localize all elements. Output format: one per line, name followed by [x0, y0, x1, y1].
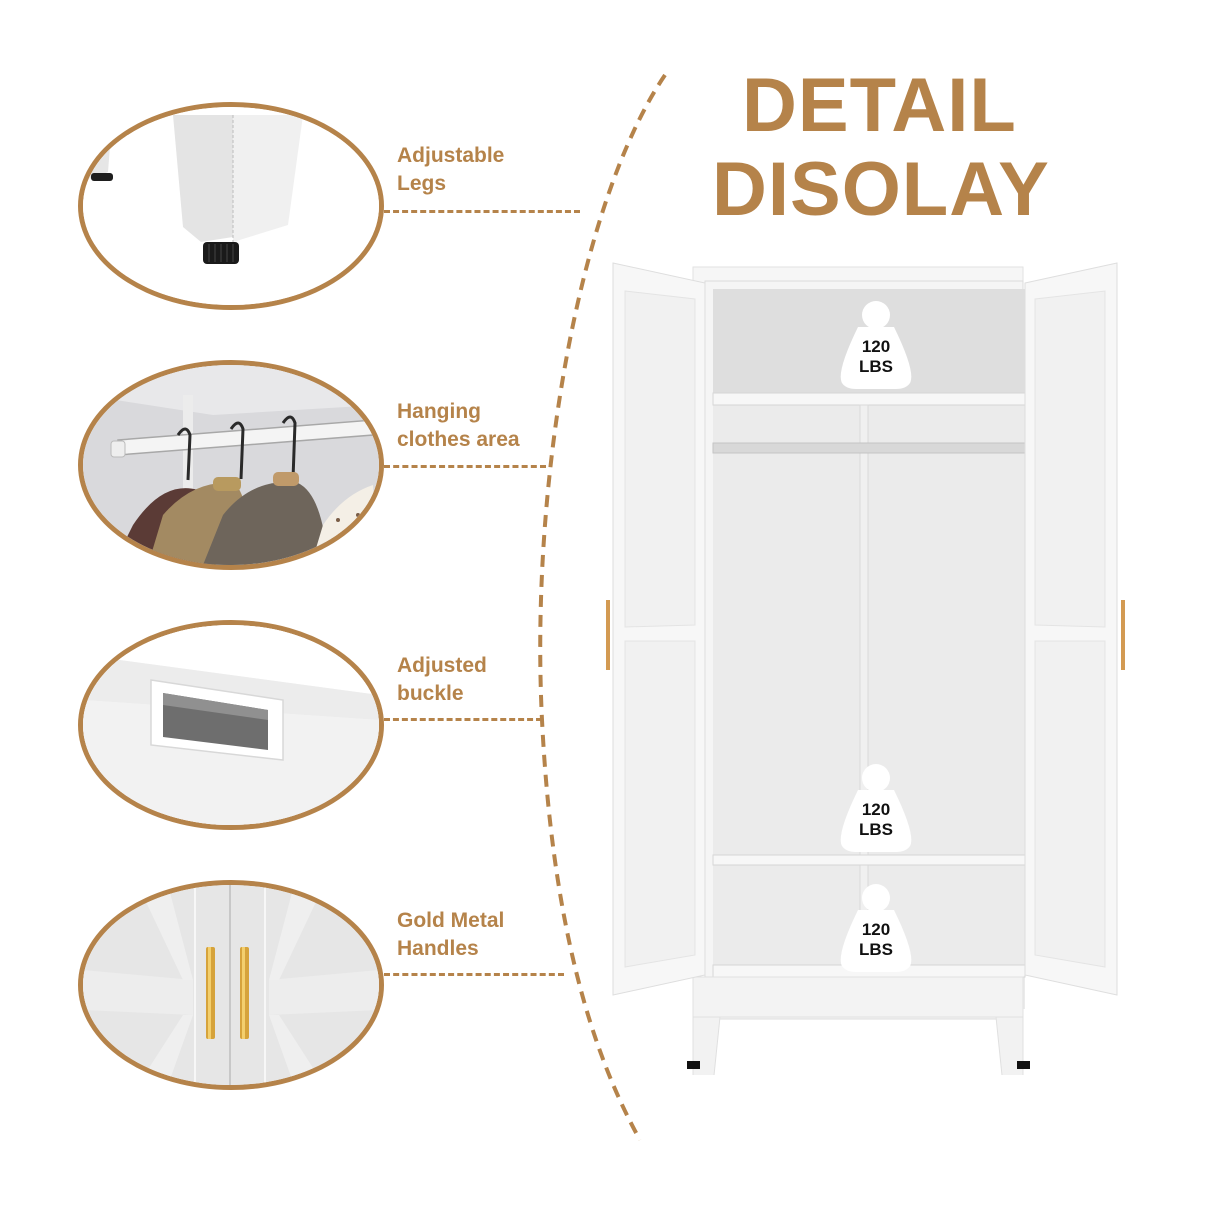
load-value: 120: [861, 920, 891, 939]
load-unit: LBS: [859, 357, 893, 376]
feature-label-line1: Adjusted: [397, 654, 487, 677]
feature-label-line1: Gold Metal: [397, 909, 505, 932]
feature-image-hanging-clothes: [78, 360, 384, 570]
feature-image-adjustable-legs: [78, 102, 384, 310]
feature-image-gold-handles: [78, 880, 384, 1090]
curved-dashed-divider: [538, 73, 667, 1141]
load-value: 120: [861, 800, 891, 819]
title-line-1: DETAIL: [742, 63, 1017, 148]
hanging-clothes-icon: [83, 365, 379, 565]
feature-label-line1: Adjustable: [397, 144, 505, 167]
feature-label-line1: Hanging: [397, 400, 481, 423]
feature-label-line2: Handles: [397, 937, 479, 960]
feature-label-hanging-clothes: Hanging clothes area: [397, 398, 520, 454]
feature-label-line2: buckle: [397, 682, 464, 705]
feature-label-line2: clothes area: [397, 428, 520, 451]
feature-label-line2: Legs: [397, 172, 447, 195]
connector-hanging-clothes: [384, 465, 546, 468]
connector-adjustable-legs: [384, 210, 580, 213]
gold-handles-icon: [83, 885, 379, 1085]
load-unit: LBS: [859, 940, 893, 959]
load-value: 120: [861, 337, 891, 356]
connector-gold-handles: [384, 973, 564, 976]
adjustable-leg-icon: [83, 107, 379, 305]
title-line-2: DISOLAY: [712, 147, 1050, 232]
feature-label-gold-handles: Gold Metal Handles: [397, 907, 504, 963]
feature-label-adjusted-buckle: Adjusted buckle: [397, 652, 487, 708]
weight-icon: [840, 884, 912, 972]
feature-image-adjusted-buckle: [78, 620, 384, 830]
weight-icon: [840, 764, 912, 852]
load-badge-bottom-shelf: 120 LBS: [836, 880, 916, 972]
buckle-icon: [83, 625, 379, 825]
load-badge-middle-shelf: 120 LBS: [836, 760, 916, 852]
feature-label-adjustable-legs: Adjustable Legs: [397, 142, 504, 198]
connector-adjusted-buckle: [384, 718, 542, 721]
weight-icon: [840, 301, 912, 389]
load-badge-top-shelf: 120 LBS: [836, 297, 916, 389]
load-unit: LBS: [859, 820, 893, 839]
